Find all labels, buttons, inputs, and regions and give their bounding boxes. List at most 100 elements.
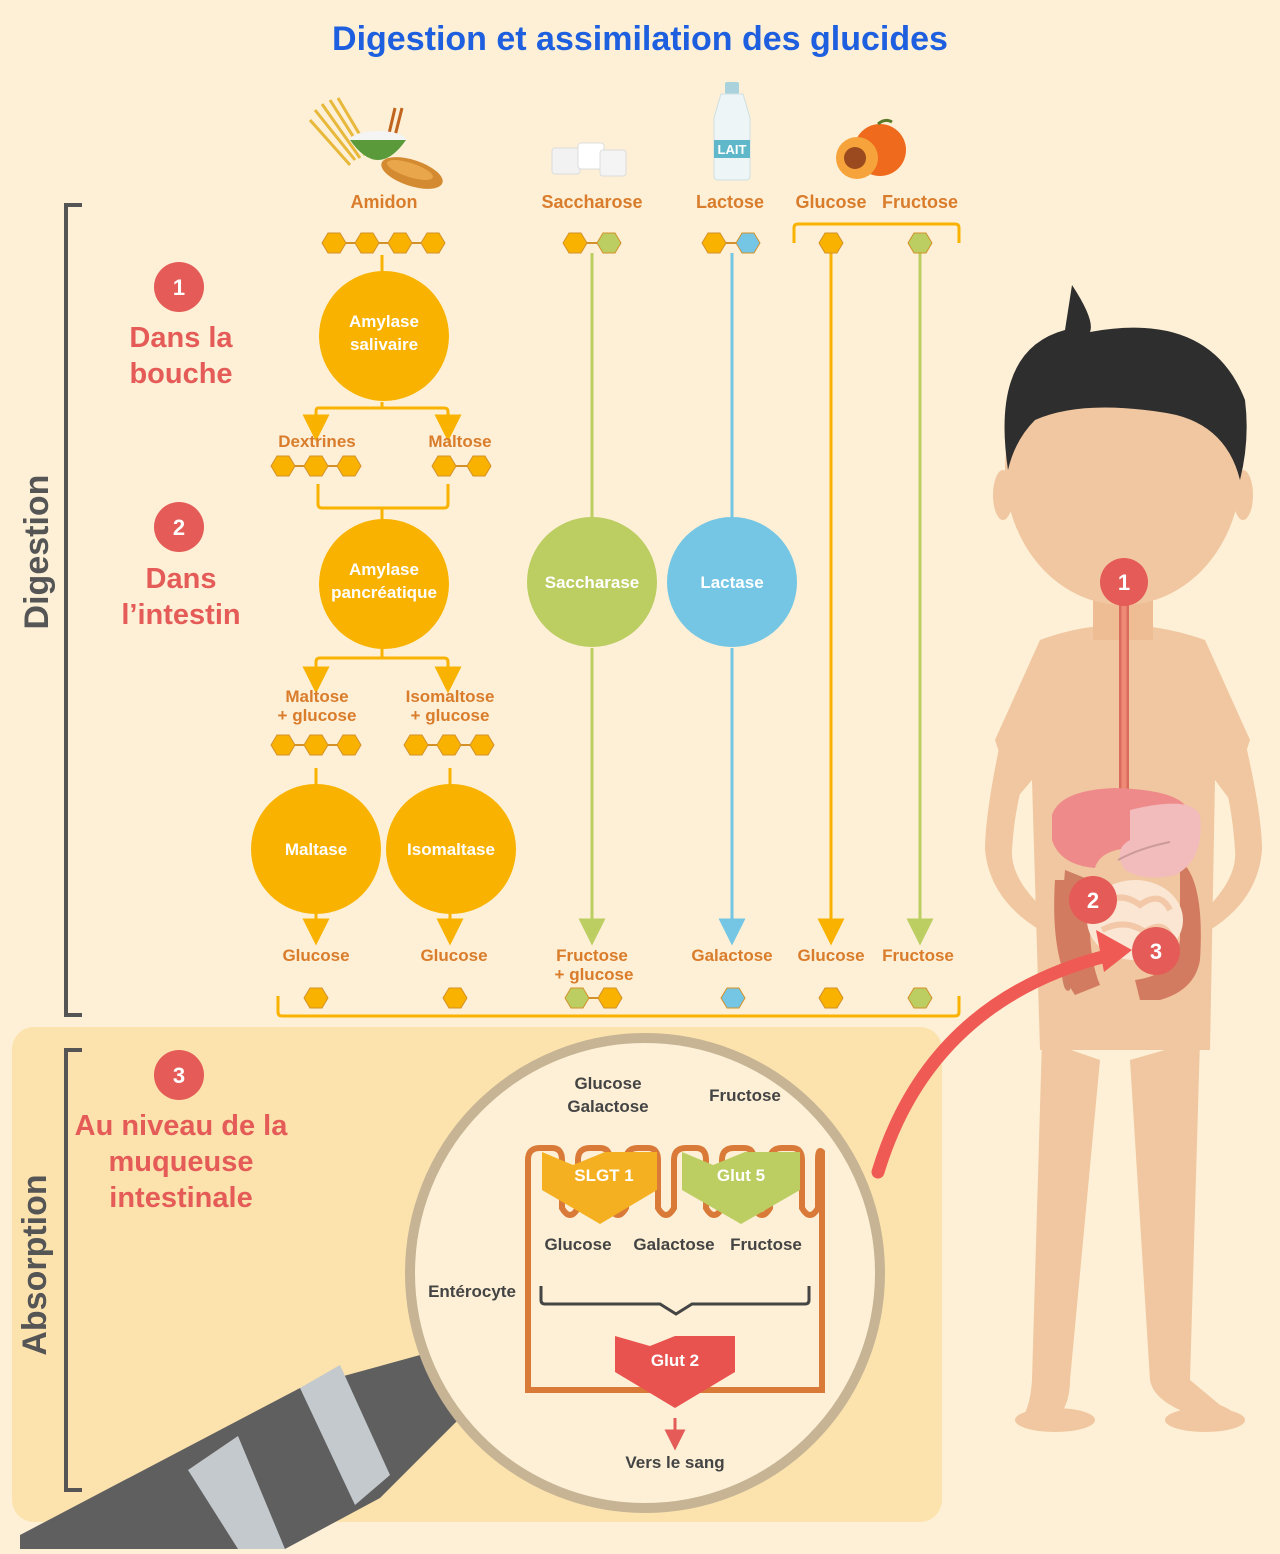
enzyme-label: Amylase [349, 560, 419, 579]
label-dextrines: Dextrines [278, 432, 355, 451]
step-title: Dans la [129, 322, 233, 354]
enzyme-amylase-salivaire: Amylase salivaire [319, 271, 449, 401]
hexagon-maltose-glucose [303, 734, 329, 756]
pointer-arrow [871, 930, 1132, 1179]
label-maltose-glucose: Maltose [285, 687, 348, 706]
hexagon-maltose [431, 455, 457, 477]
phase-digestion: Digestion [18, 475, 56, 630]
label-glucose: Glucose [795, 192, 866, 212]
out-label-galactose: Galactose [633, 1235, 714, 1254]
product-fructose-glucose-2: + glucose [555, 965, 634, 984]
hexagon-lactose [701, 232, 727, 254]
enzyme-label: Maltase [285, 840, 347, 859]
product-glucose: Glucose [420, 946, 487, 965]
phase-absorption: Absorption [16, 1174, 54, 1355]
hexagon-amidon [354, 232, 380, 254]
marker-number: 1 [1118, 570, 1130, 595]
hexagon-maltose-glucose [270, 734, 296, 756]
enzyme-label: Amylase [349, 312, 419, 331]
vers-le-sang-label: Vers le sang [625, 1453, 724, 1472]
product-fructose: Fructose [882, 946, 954, 965]
hexagon-dextrines [303, 455, 329, 477]
transporter-glut5: Glut 5 [682, 1152, 800, 1224]
abs-label-fructose: Fructose [709, 1086, 781, 1105]
label-maltose: Maltose [428, 432, 491, 451]
label-amidon: Amidon [351, 192, 418, 212]
hexagon-amidon [387, 232, 413, 254]
out-label-glucose: Glucose [544, 1235, 611, 1254]
transporter-label: SLGT 1 [574, 1166, 634, 1185]
abs-label-glucose: Glucose [574, 1074, 641, 1093]
hexagon-amidon [420, 232, 446, 254]
hexagon-product-galactose [720, 987, 746, 1009]
label-saccharose: Saccharose [541, 192, 642, 212]
product-galactose: Galactose [691, 946, 772, 965]
product-fructose-glucose: Fructose [556, 946, 628, 965]
hexagon-maltose-glucose [336, 734, 362, 756]
product-glucose: Glucose [282, 946, 349, 965]
hexagon-product-glucose [818, 987, 844, 1009]
out-label-fructose: Fructose [730, 1235, 802, 1254]
step-number: 1 [173, 275, 185, 300]
marker-number: 2 [1087, 888, 1099, 913]
hexagon-product-glucose [442, 987, 468, 1009]
output-brace [539, 1286, 811, 1316]
enzyme-label: Lactase [700, 573, 763, 592]
hexagon-dextrines [270, 455, 296, 477]
step-number: 2 [173, 515, 185, 540]
hexagon-isomaltose-glucose [469, 734, 495, 756]
bottle-label: LAIT [718, 142, 747, 157]
step-title: l’intestin [121, 599, 240, 631]
enterocyte-label: Entérocyte [428, 1282, 516, 1301]
body-marker-3: 3 [1132, 927, 1180, 975]
hexagon-isomaltose-glucose [403, 734, 429, 756]
enzyme-isomaltase: Isomaltase [386, 784, 516, 914]
hexagon-maltose [466, 455, 492, 477]
transporter-glut2: Glut 2 [615, 1336, 735, 1408]
body-marker-1: 1 [1100, 558, 1148, 606]
body-marker-2: 2 [1069, 876, 1117, 924]
step-2: 2 Dans l’intestin [121, 502, 241, 631]
hexagon-product-glucose [303, 987, 329, 1009]
hexagon-lactose [735, 232, 761, 254]
enzyme-label: Saccharase [545, 573, 640, 592]
step-title: Au niveau de la [75, 1110, 289, 1142]
peach-icon [836, 118, 906, 179]
hexagon-product-fructose-glucose [564, 987, 590, 1009]
hexagon-amidon [321, 232, 347, 254]
label-isomaltose-glucose-2: + glucose [411, 706, 490, 725]
enzyme-label: Isomaltase [407, 840, 495, 859]
label-fructose: Fructose [882, 192, 958, 212]
step-3: 3 Au niveau de la muqueuse intestinale [75, 1050, 289, 1214]
product-glucose: Glucose [797, 946, 864, 965]
magnifier-handle [20, 1355, 458, 1549]
enzyme-lactase: Lactase [667, 517, 797, 647]
step-title: bouche [129, 358, 232, 390]
label-maltose-glucose-2: + glucose [278, 706, 357, 725]
step-1: 1 Dans la bouche [129, 262, 233, 390]
page-title: Digestion et assimilation des glucides [332, 20, 948, 58]
step-title: intestinale [109, 1182, 252, 1214]
absorption-bracket: Absorption [16, 1048, 82, 1492]
enzyme-amylase-pancreatique: Amylase pancréatique [319, 519, 449, 649]
label-lactose: Lactose [696, 192, 764, 212]
transporter-label: Glut 2 [651, 1351, 699, 1370]
hexagon-dextrines [336, 455, 362, 477]
hexagon-saccharose [562, 232, 588, 254]
sugar-cubes-icon [551, 142, 627, 177]
starch-foods-icon [308, 97, 443, 189]
human-figure [985, 285, 1262, 1432]
step-title: muqueuse [108, 1146, 253, 1178]
enzyme-label: pancréatique [331, 583, 437, 602]
abs-label-galactose: Galactose [567, 1097, 648, 1116]
step-number: 3 [173, 1063, 185, 1088]
hexagon-fructose [907, 232, 933, 254]
hexagon-glucose [818, 232, 844, 254]
marker-number: 3 [1150, 939, 1162, 964]
transporter-slgt1: SLGT 1 [542, 1152, 657, 1224]
pathway-lines [276, 222, 961, 1018]
enzyme-saccharase: Saccharase [527, 517, 657, 647]
hexagon-saccharose [596, 232, 622, 254]
